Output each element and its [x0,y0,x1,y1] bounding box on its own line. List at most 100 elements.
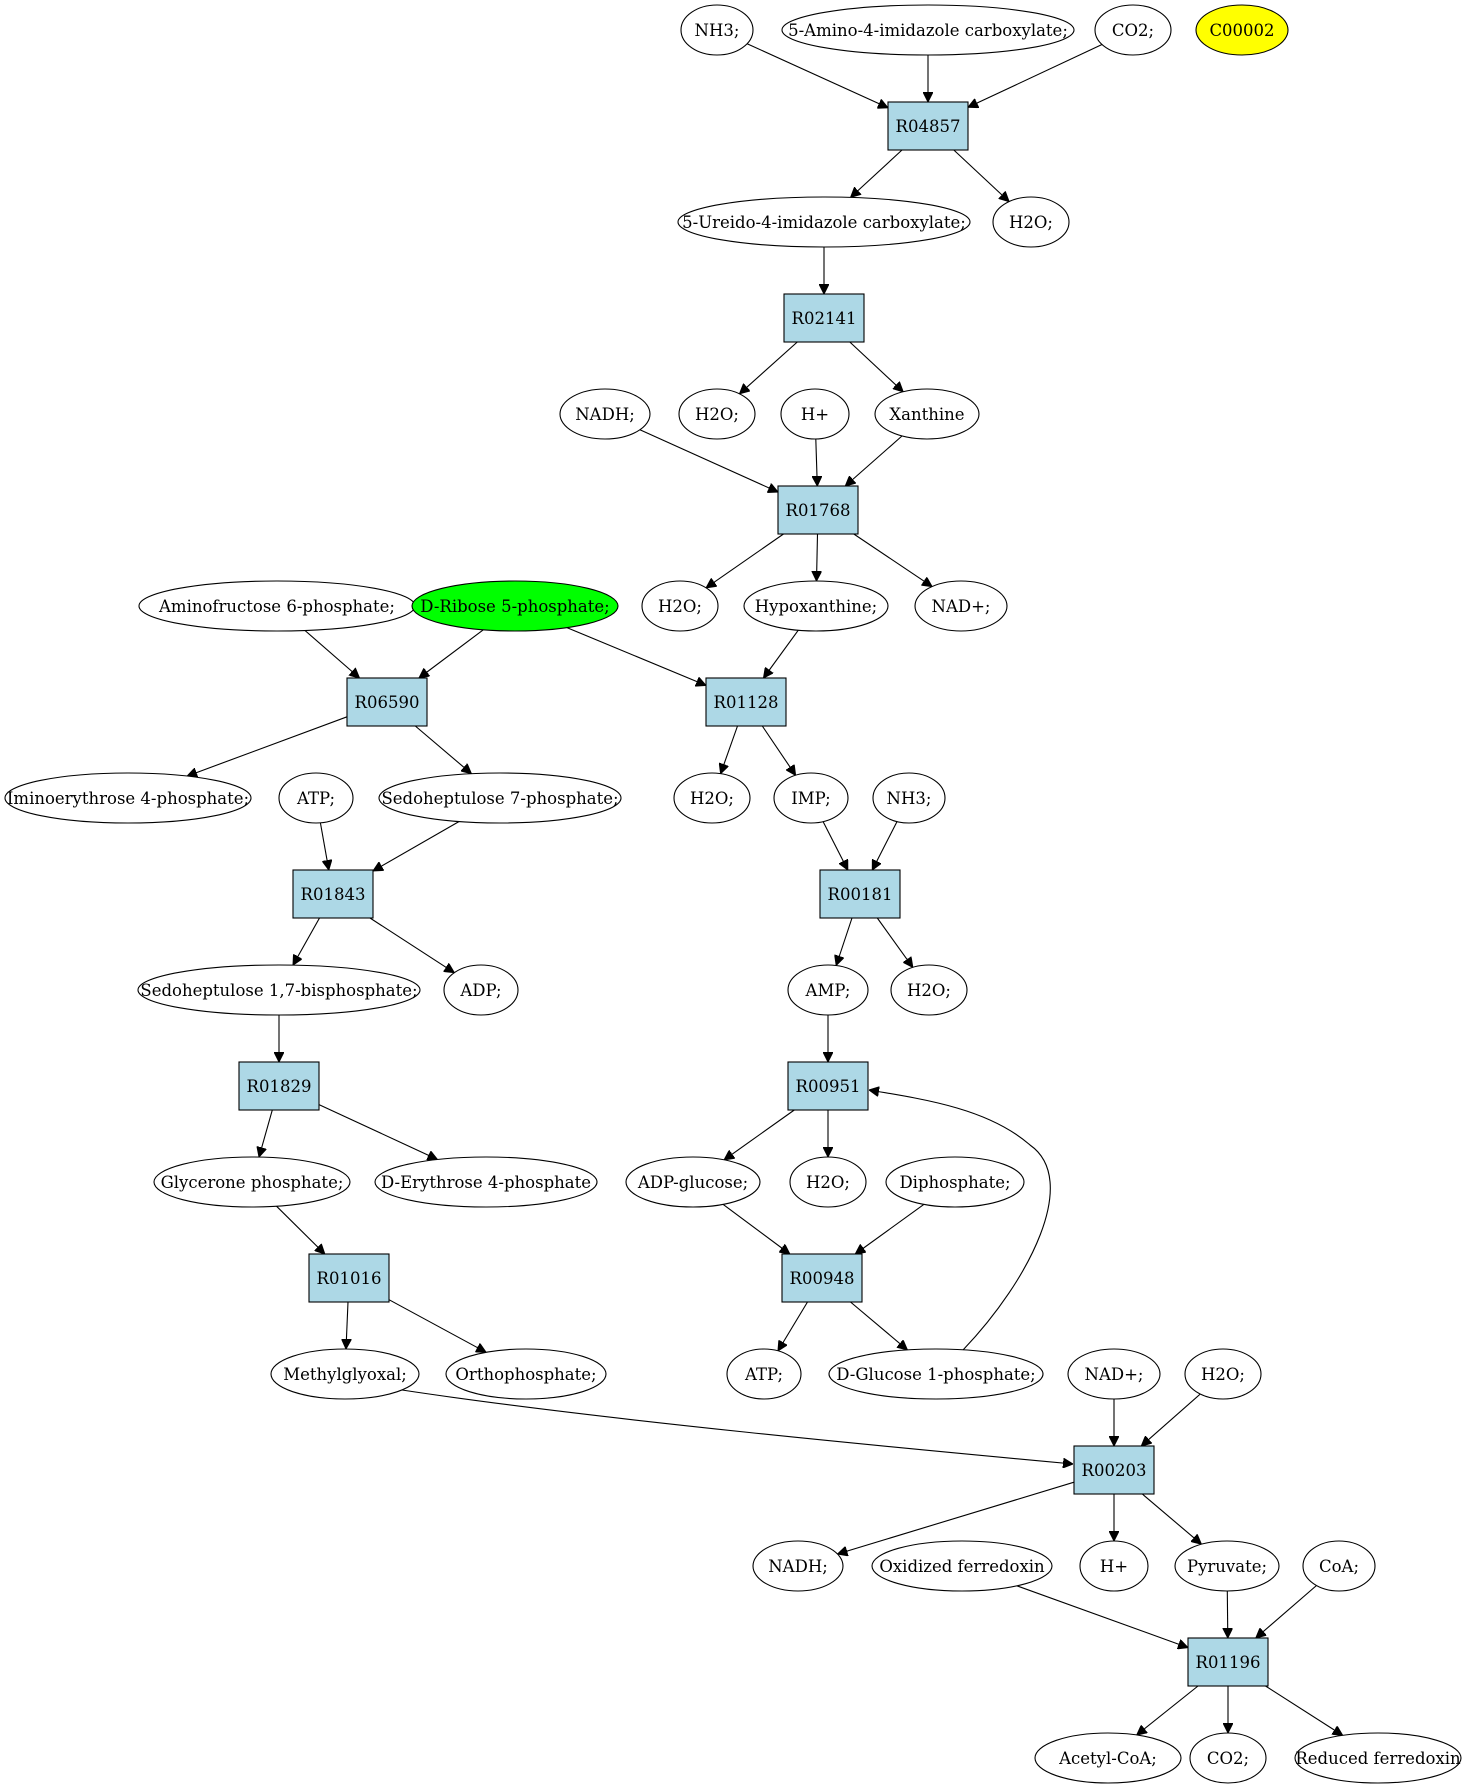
compound-node-oxidized-ferredoxin[interactable]: Oxidized ferredoxin [871,1540,1053,1592]
reaction-node-r00181[interactable]: R00181 [819,869,901,919]
reaction-node-r01768[interactable]: R01768 [777,485,859,535]
reaction-node-r06590[interactable]: R06590 [346,677,428,727]
compound-ellipse [726,1348,802,1400]
reaction-label: R02141 [792,309,857,328]
compound-node-h2o[interactable]: H2O; [673,772,751,824]
reaction-node-r00948[interactable]: R00948 [781,1253,863,1303]
compound-node-nh3[interactable]: NH3; [872,772,946,824]
edge-c-adpglucose-to-r00948 [722,1203,790,1254]
reaction-node-r01829[interactable]: R01829 [238,1061,320,1111]
edges-layer [187,43,1343,1736]
compound-node-d-erythrose-4-phosphate[interactable]: D-Erythrose 4-phosphate [374,1156,598,1208]
compound-node-h2o[interactable]: H2O; [641,580,719,632]
edge-r04857-to-c-ureido [851,149,903,197]
compound-label: H2O; [695,405,739,424]
reaction-node-r01016[interactable]: R01016 [308,1253,390,1303]
edge-c-xanthine-to-r01768 [845,435,903,486]
compound-node-5-amino-4-imidazole-carboxylate[interactable]: 5-Amino-4-imidazole carboxylate; [781,4,1075,56]
compound-label: ATP; [744,1365,783,1384]
compound-label: NAD+; [1085,1365,1144,1384]
compound-label: Methylglyoxal; [283,1365,407,1384]
compound-node-adp-glucose[interactable]: ADP-glucose; [625,1156,761,1208]
compound-ellipse [1094,4,1172,56]
compound-node-c00002[interactable]: C00002 [1195,4,1289,56]
compound-node-hypoxanthine[interactable]: Hypoxanthine; [743,580,889,632]
compound-ellipse [1189,1732,1267,1784]
edge-r01829-to-c-erythrose4p [318,1104,438,1160]
compound-node-co2[interactable]: CO2; [1189,1732,1267,1784]
compound-node-aminofructose-6-phosphate[interactable]: Aminofructose 6-phosphate; [138,580,416,632]
compound-ellipse [773,772,849,824]
compound-node-atp[interactable]: ATP; [278,772,354,824]
edge-r01128-to-c-imp [761,725,795,775]
reaction-box [292,869,374,919]
edge-c-co2-a-to-r04857 [968,44,1103,108]
reaction-node-r01843[interactable]: R01843 [292,869,374,919]
compound-node-nad[interactable]: NAD+; [1067,1348,1161,1400]
compound-node-amp[interactable]: AMP; [787,964,869,1016]
compound-node-nad[interactable]: NAD+; [914,580,1008,632]
compound-node-co2[interactable]: CO2; [1094,4,1172,56]
compound-node-h2o[interactable]: H2O; [890,964,968,1016]
compound-ellipse [374,1156,598,1208]
edge-c-imp-to-r00181 [822,821,848,870]
compound-node-5-ureido-4-imidazole-carboxylate[interactable]: 5-Ureido-4-imidazole carboxylate; [677,196,971,248]
compound-ellipse [641,580,719,632]
compound-node-glycerone-phosphate[interactable]: Glycerone phosphate; [153,1156,351,1208]
reaction-box [346,677,428,727]
compound-node-d-glucose-1-phosphate[interactable]: D-Glucose 1-phosphate; [828,1348,1044,1400]
compound-node-d-ribose-5-phosphate[interactable]: D-Ribose 5-phosphate; [411,580,619,632]
compound-ellipse [787,964,869,1016]
reaction-label: R01829 [247,1077,312,1096]
compound-node-acetyl-coa[interactable]: Acetyl-CoA; [1034,1732,1182,1784]
compound-node-methylglyoxal[interactable]: Methylglyoxal; [270,1348,420,1400]
reaction-node-r01196[interactable]: R01196 [1187,1637,1269,1687]
compound-node-sedoheptulose-7-phosphate[interactable]: Sedoheptulose 7-phosphate; [378,772,622,824]
compound-node-atp[interactable]: ATP; [726,1348,802,1400]
reaction-box [1187,1637,1269,1687]
compound-node-nadh[interactable]: NADH; [752,1540,844,1592]
reaction-node-r04857[interactable]: R04857 [887,101,969,151]
compound-node-nh3[interactable]: NH3; [680,4,754,56]
compound-ellipse [625,1156,761,1208]
compound-node-xanthine[interactable]: Xanthine [874,388,980,440]
compound-node-h[interactable]: H+ [1079,1540,1149,1592]
compound-ellipse [871,1540,1053,1592]
compound-node-orthophosphate[interactable]: Orthophosphate; [445,1348,607,1400]
compound-ellipse [443,964,519,1016]
compound-node-sedoheptulose-1-7-bisphosphate[interactable]: Sedoheptulose 1,7-bisphosphate; [137,964,421,1016]
edge-c-coa-to-r01196 [1256,1585,1317,1639]
compound-node-pyruvate[interactable]: Pyruvate; [1174,1540,1280,1592]
compound-node-h2o[interactable]: H2O; [1184,1348,1262,1400]
reaction-node-r01128[interactable]: R01128 [705,677,787,727]
compound-node-diphosphate[interactable]: Diphosphate; [885,1156,1025,1208]
compound-node-reduced-ferredoxin[interactable]: Reduced ferredoxin [1294,1732,1462,1784]
compound-label: H2O; [907,981,951,1000]
edge-r00181-to-c-h2o-e [876,917,913,967]
reaction-label: R00203 [1082,1461,1147,1480]
compound-node-h2o[interactable]: H2O; [992,196,1070,248]
compound-node-nadh[interactable]: NADH; [559,388,651,440]
compound-node-imp[interactable]: IMP; [773,772,849,824]
reaction-node-r02141[interactable]: R02141 [783,293,865,343]
compound-label: H2O; [1201,1365,1245,1384]
edge-c-glucose1p-to-r00951 [869,1090,1051,1351]
compound-label: H2O; [1009,213,1053,232]
compound-node-coa[interactable]: CoA; [1302,1540,1376,1592]
edge-c-hplus-a-to-r01768 [816,438,818,486]
compound-ellipse [885,1156,1025,1208]
reaction-node-r00203[interactable]: R00203 [1073,1445,1155,1495]
compound-node-iminoerythrose-4-phosphate[interactable]: Iminoerythrose 4-phosphate; [4,772,252,824]
compound-label: D-Glucose 1-phosphate; [836,1365,1036,1384]
edge-c-glycerone-to-r01016 [276,1205,325,1254]
compound-label: Xanthine [889,405,964,424]
reaction-node-r00951[interactable]: R00951 [787,1061,869,1111]
compound-label: Sedoheptulose 1,7-bisphosphate; [140,981,417,1000]
compound-label: NAD+; [932,597,991,616]
compound-node-h[interactable]: H+ [780,388,850,440]
edge-r01768-to-c-nadplus-a [853,533,932,587]
compound-node-h2o[interactable]: H2O; [678,388,756,440]
compound-label: AMP; [805,981,851,1000]
compound-node-adp[interactable]: ADP; [443,964,519,1016]
compound-node-h2o[interactable]: H2O; [789,1156,867,1208]
